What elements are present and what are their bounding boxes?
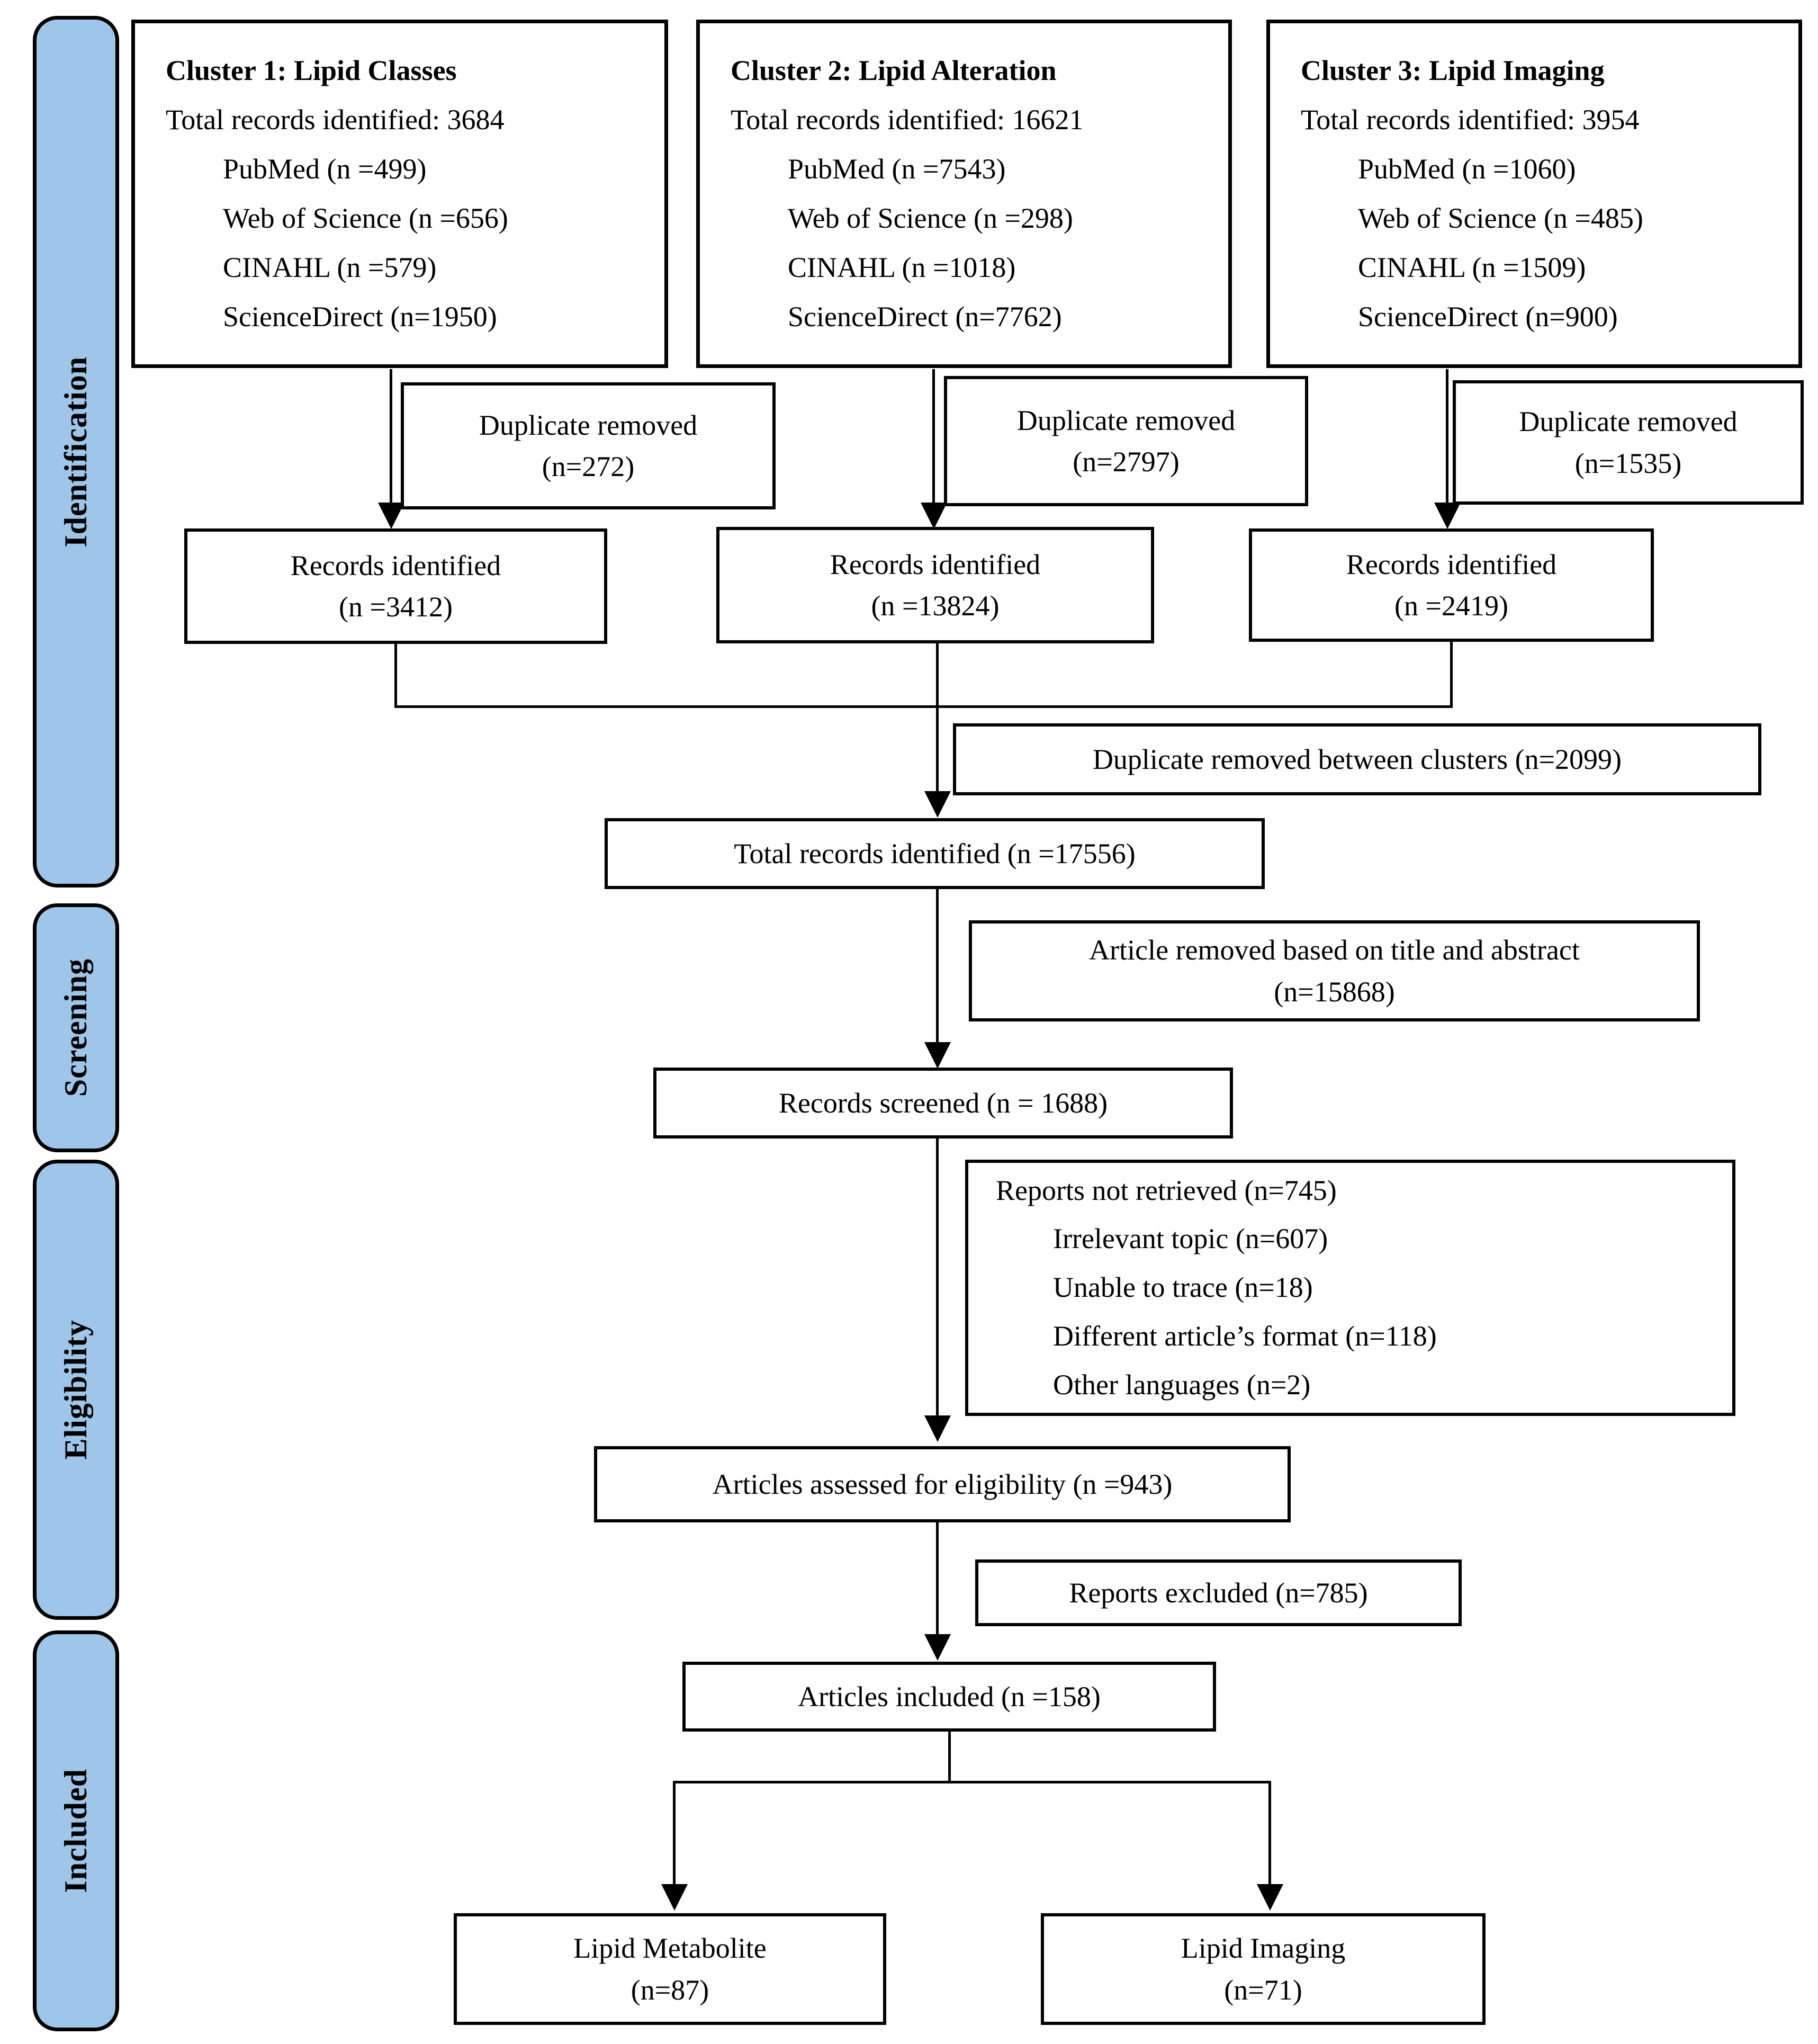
arrowhead-screened-to-assessed <box>924 1415 951 1442</box>
connector-split-line <box>673 1781 1271 1783</box>
lipid-imaging-box: Lipid Imaging (n=71) <box>1041 1913 1486 2025</box>
total-records-box: Total records identified (n =17556) <box>605 818 1265 889</box>
duplicate-removed-2-box: Duplicate removed (n=2797) <box>944 376 1308 506</box>
records-identified-1-label: Records identified <box>290 549 501 581</box>
connector-records2-stub <box>936 643 939 707</box>
arrow-cluster1-line <box>390 369 392 503</box>
connector-records1-stub <box>394 644 397 707</box>
phase-label-eligibility: Eligibility <box>58 1320 93 1460</box>
phase-label-screening: Screening <box>58 958 93 1097</box>
cluster-3-box: Cluster 3: Lipid Imaging Total records i… <box>1266 20 1802 368</box>
reports-not-retrieved-item: Irrelevant topic (n=607) <box>1053 1223 1328 1255</box>
lipid-metabolite-box: Lipid Metabolite (n=87) <box>454 1913 886 2025</box>
records-identified-2-n: (n =13824) <box>871 590 1000 622</box>
cluster-1-source: ScienceDirect (n=1950) <box>223 300 497 333</box>
records-screened-box: Records screened (n = 1688) <box>653 1068 1233 1138</box>
reports-excluded-label: Reports excluded (n=785) <box>1069 1576 1368 1609</box>
phase-screening: Screening <box>33 903 119 1152</box>
records-screened-label: Records screened (n = 1688) <box>778 1087 1108 1119</box>
phase-label-included: Included <box>58 1769 93 1893</box>
cluster-2-source: Web of Science (n =298) <box>788 202 1073 234</box>
duplicate-removed-3-n: (n=1535) <box>1574 447 1682 479</box>
arrowhead-total-to-screened <box>924 1042 951 1069</box>
arrow-total-to-screened-line <box>936 888 939 1044</box>
article-removed-line1: Article removed based on title and abstr… <box>1089 934 1580 966</box>
arrow-merge-to-total-line <box>936 705 939 793</box>
records-identified-3-n: (n =2419) <box>1394 590 1508 622</box>
duplicate-removed-1-n: (n=272) <box>542 451 635 482</box>
duplicate-removed-1-box: Duplicate removed (n=272) <box>401 382 776 509</box>
reports-excluded-box: Reports excluded (n=785) <box>975 1559 1462 1626</box>
arrow-screened-to-assessed-line <box>936 1137 939 1418</box>
arrowhead-outcome-right <box>1257 1884 1283 1911</box>
cluster-1-source: Web of Science (n =656) <box>223 202 508 234</box>
cluster-3-source: CINAHL (n =1509) <box>1358 251 1586 283</box>
duplicate-removed-3-label: Duplicate removed <box>1519 406 1738 438</box>
cluster-2-box: Cluster 2: Lipid Alteration Total record… <box>696 20 1232 368</box>
arrowhead-outcome-left <box>661 1884 688 1911</box>
arrowhead-cluster1 <box>378 503 404 529</box>
records-identified-3-label: Records identified <box>1346 548 1557 580</box>
cluster-1-total: Total records identified: 3684 <box>166 104 505 136</box>
duplicate-between-clusters-label: Duplicate removed between clusters (n=20… <box>1092 743 1622 775</box>
cluster-3-title: Cluster 3: Lipid Imaging <box>1301 55 1605 87</box>
articles-included-label: Articles included (n =158) <box>798 1680 1101 1713</box>
cluster-3-total: Total records identified: 3954 <box>1301 104 1640 136</box>
records-identified-1-box: Records identified (n =3412) <box>184 528 607 644</box>
arrow-cluster2-line <box>932 369 935 503</box>
phase-identification: Identification <box>33 16 119 887</box>
duplicate-removed-3-box: Duplicate removed (n=1535) <box>1453 380 1804 505</box>
records-identified-2-box: Records identified (n =13824) <box>716 527 1154 643</box>
cluster-2-source: CINAHL (n =1018) <box>788 251 1016 283</box>
phase-label-identification: Identification <box>58 356 93 548</box>
reports-not-retrieved-box: Reports not retrieved (n=745) Irrelevant… <box>965 1160 1735 1416</box>
articles-assessed-label: Articles assessed for eligibility (n =94… <box>712 1468 1173 1500</box>
cluster-2-title: Cluster 2: Lipid Alteration <box>731 55 1057 87</box>
article-removed-line2: (n=15868) <box>1274 975 1395 1008</box>
articles-included-box: Articles included (n =158) <box>682 1662 1216 1732</box>
duplicate-removed-2-label: Duplicate removed <box>1016 404 1236 436</box>
cluster-2-total: Total records identified: 16621 <box>731 104 1084 136</box>
arrowhead-cluster2 <box>921 503 947 529</box>
arrow-cluster3-line <box>1446 369 1448 503</box>
cluster-3-source: Web of Science (n =485) <box>1358 202 1643 234</box>
cluster-1-title: Cluster 1: Lipid Classes <box>166 55 457 87</box>
phase-eligibility: Eligibility <box>33 1160 119 1620</box>
records-identified-3-box: Records identified (n =2419) <box>1249 528 1654 642</box>
records-identified-1-n: (n =3412) <box>339 591 453 623</box>
cluster-2-source: ScienceDirect (n=7762) <box>788 300 1062 333</box>
arrow-outcome-right-line <box>1268 1781 1271 1887</box>
lipid-imaging-n: (n=71) <box>1224 1974 1302 2006</box>
articles-assessed-box: Articles assessed for eligibility (n =94… <box>594 1446 1291 1522</box>
arrow-outcome-left-line <box>673 1781 676 1887</box>
cluster-1-source: PubMed (n =499) <box>223 153 427 185</box>
cluster-3-source: PubMed (n =1060) <box>1358 153 1576 185</box>
cluster-2-source: PubMed (n =7543) <box>788 153 1006 185</box>
connector-merge-line <box>394 705 1453 708</box>
reports-not-retrieved-item: Unable to trace (n=18) <box>1053 1271 1313 1304</box>
arrowhead-merge-to-total <box>924 791 951 818</box>
reports-not-retrieved-item: Other languages (n=2) <box>1053 1368 1311 1401</box>
phase-included: Included <box>33 1630 119 2031</box>
lipid-imaging-label: Lipid Imaging <box>1181 1932 1346 1965</box>
lipid-metabolite-label: Lipid Metabolite <box>573 1932 767 1965</box>
lipid-metabolite-n: (n=87) <box>631 1974 709 2006</box>
reports-not-retrieved-title: Reports not retrieved (n=745) <box>996 1174 1337 1206</box>
records-identified-2-label: Records identified <box>830 548 1041 580</box>
connector-records3-stub <box>1450 642 1453 707</box>
connector-included-stub <box>948 1731 951 1783</box>
duplicate-between-clusters-box: Duplicate removed between clusters (n=20… <box>953 723 1761 795</box>
duplicate-removed-2-n: (n=2797) <box>1073 446 1180 478</box>
arrowhead-assessed-to-included <box>924 1634 951 1661</box>
reports-not-retrieved-item: Different article’s format (n=118) <box>1053 1320 1437 1352</box>
cluster-1-box: Cluster 1: Lipid Classes Total records i… <box>131 20 668 368</box>
arrowhead-cluster3 <box>1434 503 1461 529</box>
article-removed-box: Article removed based on title and abstr… <box>969 920 1700 1021</box>
duplicate-removed-1-label: Duplicate removed <box>479 409 698 441</box>
arrow-assessed-to-included-line <box>936 1521 939 1636</box>
cluster-3-source: ScienceDirect (n=900) <box>1358 300 1618 333</box>
cluster-1-source: CINAHL (n =579) <box>223 251 437 283</box>
total-records-label: Total records identified (n =17556) <box>734 837 1136 869</box>
